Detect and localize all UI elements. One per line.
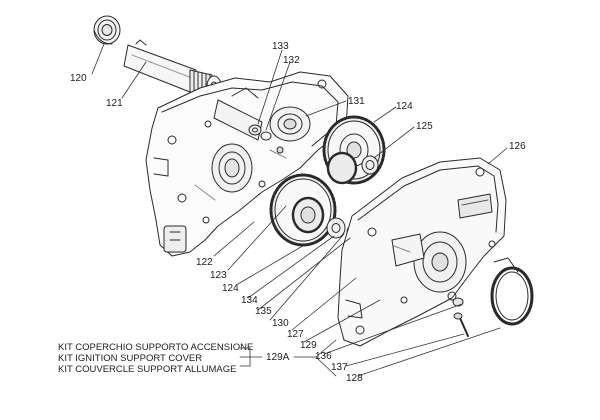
callout-122: 122 <box>196 257 213 268</box>
callout-123: 123 <box>210 270 227 281</box>
callout-129a: 129A <box>266 352 290 363</box>
callout-120: 120 <box>70 73 87 84</box>
callout-125: 125 <box>416 121 433 132</box>
callout-128: 128 <box>346 373 363 384</box>
callout-133: 133 <box>272 41 289 52</box>
callout-136: 136 <box>315 351 332 362</box>
part-136-137-bolts <box>452 297 469 337</box>
callout-126: 126 <box>509 141 526 152</box>
callout-121: 121 <box>106 98 123 109</box>
callout-127: 127 <box>287 329 304 340</box>
part-126-cover <box>337 157 507 347</box>
callout-131: 131 <box>348 96 365 107</box>
callout-129: 129 <box>300 340 317 351</box>
callout-137: 137 <box>331 362 348 373</box>
part-132-133-washers <box>248 124 284 154</box>
part-128-o-ring <box>490 257 534 326</box>
part-123-lower-gear <box>269 173 337 247</box>
kit-label-italian: KIT COPERCHIO SUPPORTO ACCENSIONE <box>58 342 254 353</box>
kit-label-english: KIT IGNITION SUPPORT COVER <box>58 353 203 364</box>
callout-132: 132 <box>283 55 300 66</box>
part-124-upper-gear <box>322 115 386 185</box>
part-120-bearing <box>93 15 121 45</box>
part-125-bushing <box>361 155 379 175</box>
callout-124-top: 124 <box>396 101 413 112</box>
kit-label-french: KIT COUVERCLE SUPPORT ALLUMAGE <box>58 364 237 375</box>
leader-lines <box>91 43 508 377</box>
part-131-seal <box>269 106 311 142</box>
callout-124-bottom: 124 <box>222 283 239 294</box>
callout-134: 134 <box>241 295 258 306</box>
callout-135: 135 <box>255 306 272 317</box>
callout-130: 130 <box>272 318 289 329</box>
